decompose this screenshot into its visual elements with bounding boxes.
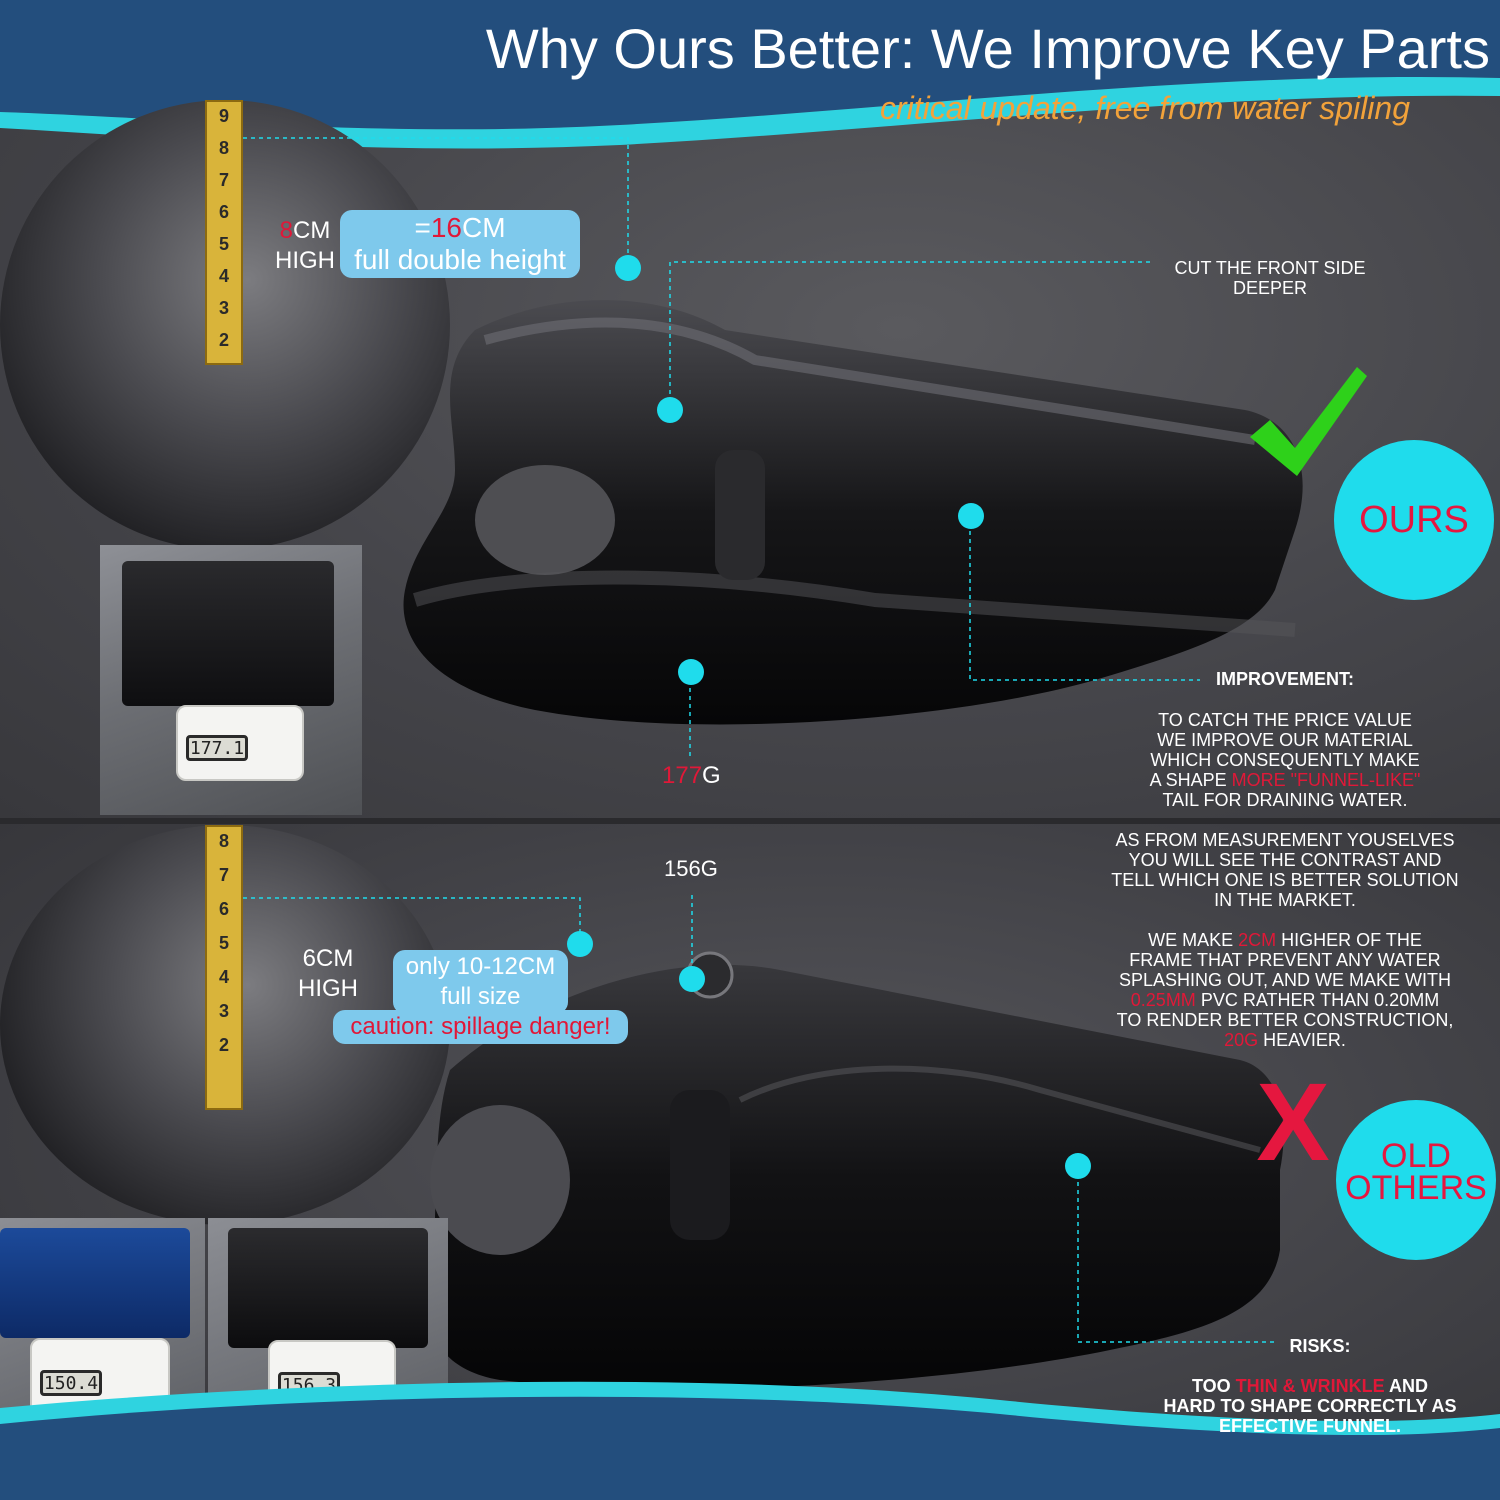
tape-mark: 8 (218, 831, 229, 851)
tape-mark: 7 (218, 170, 229, 190)
tape-mark: 5 (218, 933, 229, 953)
folded-basin-black (122, 561, 334, 706)
tape-mark: 9 (218, 106, 229, 126)
hotspot-dot (657, 397, 683, 423)
hotspot-dot (679, 966, 705, 992)
tape-measure-top: 9 8 7 6 5 4 3 2 (205, 100, 243, 365)
kitchen-scale: 177.1 (176, 705, 304, 781)
tape-mark: 3 (218, 1001, 229, 1021)
ours-badge: OURS (1334, 440, 1494, 600)
ours-basin-image (403, 300, 1303, 725)
page-subtitle: critical update, free from water spiling (880, 90, 1410, 126)
ours-folded-photo: 177.1 (100, 545, 362, 815)
page-title: Why Ours Better: We Improve Key Parts (485, 17, 1490, 80)
tape-mark: 7 (218, 865, 229, 885)
hotspot-dot (958, 503, 984, 529)
tape-mark: 5 (218, 234, 229, 254)
tape-mark: 6 (218, 202, 229, 222)
folded-basin-blue (0, 1228, 190, 1338)
tape-mark: 6 (218, 899, 229, 919)
hotspot-dot (615, 255, 641, 281)
scale-display: 177.1 (186, 735, 248, 761)
others-weight-label: 156G (664, 856, 718, 881)
ours-height-label: 8CM HIGH (275, 217, 335, 274)
comparison-text: AS FROM MEASUREMENT YOUSELVES YOU WILL S… (1111, 830, 1459, 910)
tape-measure-bottom: 8 7 6 5 4 3 2 (205, 825, 243, 1110)
ours-double-height-callout: =16CM full double height (340, 210, 580, 278)
folded-basin-black (228, 1228, 428, 1348)
tape-mark: 2 (218, 330, 229, 350)
risks-heading: RISKS: (1289, 1336, 1351, 1356)
tape-mark: 3 (218, 298, 229, 318)
caution-callout: caution: spillage danger! (333, 1010, 628, 1044)
tape-mark: 4 (218, 266, 229, 286)
ours-weight-label: 177G (662, 762, 721, 789)
others-basin-image (427, 951, 1284, 1389)
improvement-text: TO CATCH THE PRICE VALUE WE IMPROVE OUR … (1149, 710, 1421, 810)
scale-display: 150.4 (40, 1370, 102, 1396)
tape-mark: 2 (218, 1035, 229, 1055)
risks-text: TOO THIN & WRINKLE AND HARD TO SHAPE COR… (1163, 1376, 1457, 1436)
others-blue-folded-photo: 150.4 (0, 1218, 205, 1418)
hotspot-dot (1065, 1153, 1091, 1179)
hotspot-dot (678, 659, 704, 685)
tape-mark: 8 (218, 138, 229, 158)
tape-mark: 4 (218, 967, 229, 987)
section-divider (0, 818, 1500, 824)
header-banner (0, 0, 1500, 149)
others-connector-lines (243, 895, 1275, 1343)
ours-connector-lines (243, 137, 1200, 760)
hotspot-dot (567, 931, 593, 957)
improvement-heading: IMPROVEMENT: (1215, 669, 1354, 689)
upgrade-details-text: WE MAKE 2CM HIGHER OF THE FRAME THAT PRE… (1116, 930, 1454, 1050)
check-mark-icon (1250, 367, 1367, 476)
footer-banner (0, 1381, 1500, 1500)
x-mark-icon: X (1256, 1061, 1330, 1184)
